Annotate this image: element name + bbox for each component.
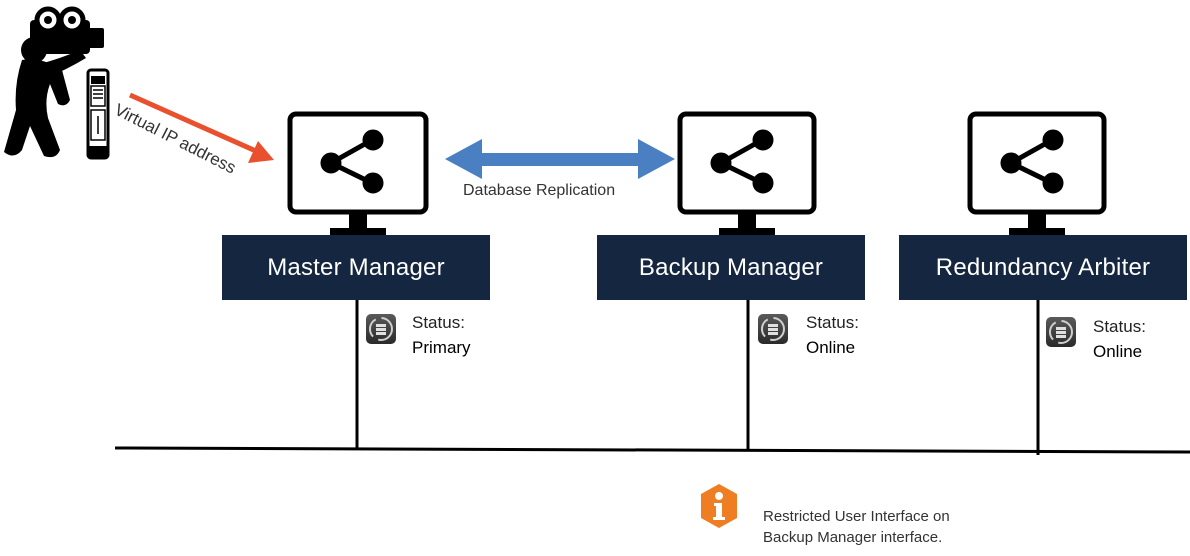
- replication-label: Database Replication: [463, 182, 616, 199]
- share-backup-icon: [710, 129, 774, 194]
- network-bus-line: [114, 446, 1190, 454]
- share-arbiter-icon: [1000, 129, 1064, 194]
- status-label-backup: Status:: [806, 313, 859, 332]
- server-sync-icon: [366, 314, 396, 344]
- monitor-backup-icon: [677, 111, 817, 235]
- server-sync-icon: [1046, 317, 1076, 347]
- info-icon: [697, 482, 741, 530]
- status-label-arbiter: Status:: [1093, 317, 1146, 336]
- photographer-icon: [4, 6, 104, 158]
- info-note: Restricted User Interface on Backup Mana…: [763, 506, 1063, 548]
- status-value-master: Primary: [412, 338, 471, 357]
- monitor-arbiter-icon: [967, 111, 1107, 235]
- monitor-master-icon: [287, 111, 429, 235]
- server-sync-icon: [758, 314, 788, 344]
- status-value-arbiter: Online: [1093, 342, 1143, 361]
- status-value-backup: Online: [806, 338, 856, 357]
- replication-arrow: [445, 139, 675, 179]
- node-arbiter-label: Redundancy Arbiter: [899, 235, 1187, 300]
- node-backup-label: Backup Manager: [597, 235, 865, 300]
- status-label-master: Status:: [412, 313, 465, 332]
- node-master-label: Master Manager: [222, 235, 490, 300]
- virtual-ip-arrow: [128, 92, 274, 163]
- info-note-line1: Restricted User Interface on: [763, 508, 950, 525]
- gateway-device-icon: [86, 68, 110, 160]
- share-master-icon: [320, 129, 384, 194]
- info-note-line2: Backup Manager interface.: [763, 529, 943, 546]
